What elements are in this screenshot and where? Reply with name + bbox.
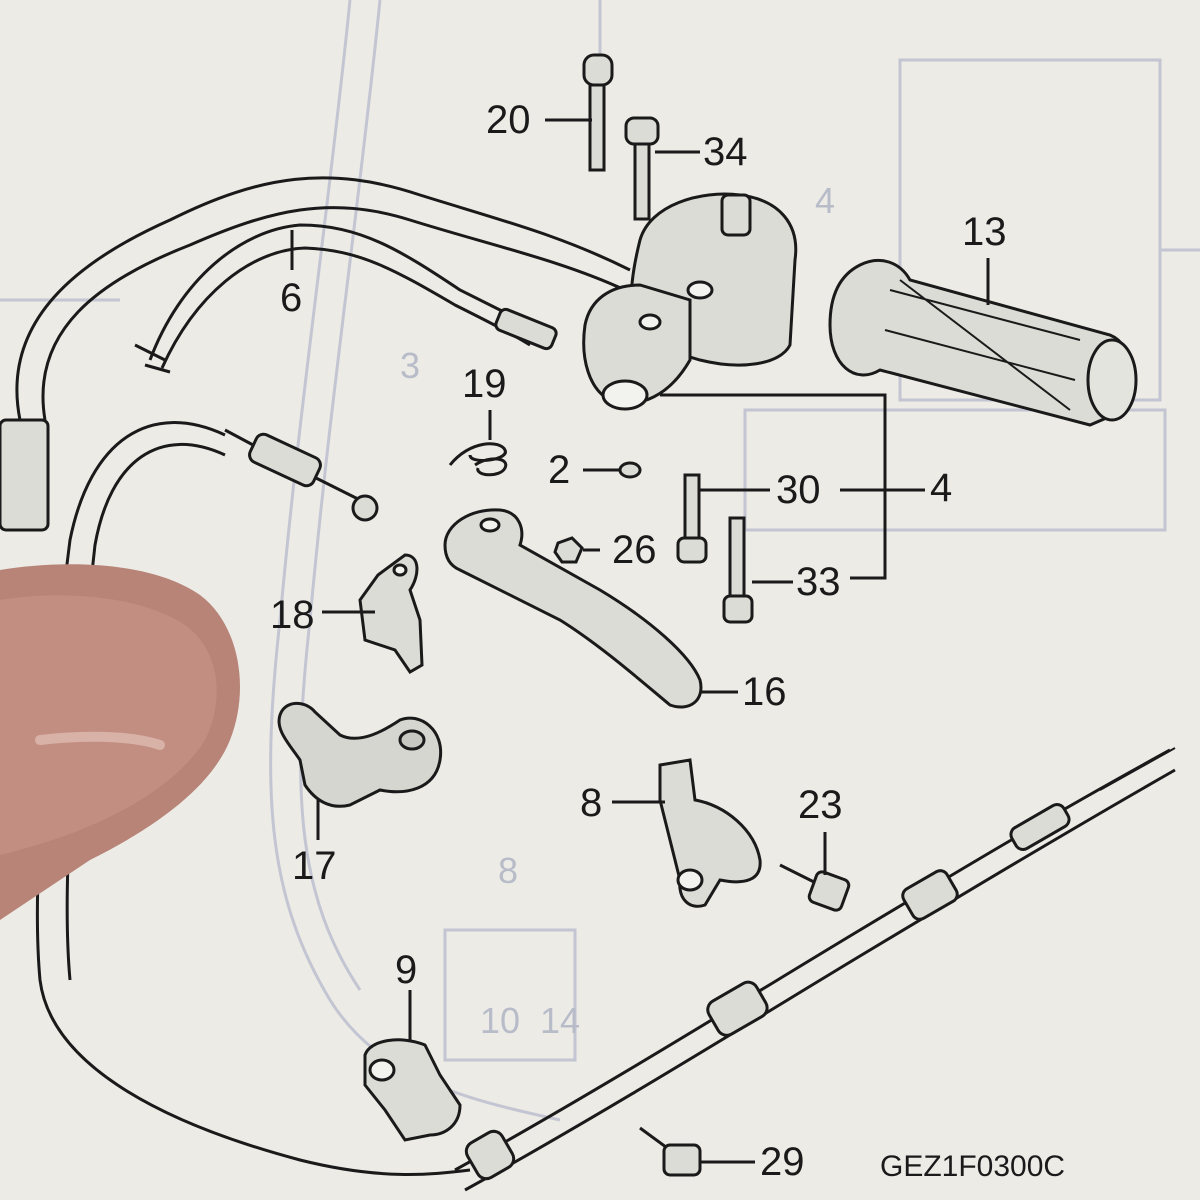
lever-part: [443, 508, 703, 709]
bolt-part-29: [639, 1126, 702, 1177]
callout-label: 23: [798, 783, 843, 827]
ghost-mark: 4: [815, 180, 836, 221]
callout-label: 34: [703, 130, 748, 174]
nut-part: [553, 536, 584, 564]
ghost-mark: 8: [498, 850, 519, 891]
callout-label: 26: [612, 528, 657, 572]
handlebar-grip-part: [828, 258, 1138, 427]
callout-label: 17: [292, 844, 337, 888]
screw-part-20: [582, 53, 614, 172]
callout-label: 6: [280, 276, 303, 320]
callout-label: 33: [796, 560, 841, 604]
ghost-mark: 3: [400, 345, 421, 386]
holder-part-17: [277, 701, 443, 808]
bolt-part-30: [676, 473, 708, 564]
callout-label: 4: [930, 466, 953, 510]
clutch-cable-lower: [454, 747, 1176, 1192]
ghost-mark: 14: [540, 1000, 581, 1041]
finger-overlay: [0, 564, 240, 920]
bracket-part-8: [658, 758, 762, 908]
ghost-mark: 10: [480, 1000, 521, 1041]
callout-label: 18: [270, 593, 315, 637]
callout-label: 9: [395, 948, 418, 992]
bolt-part-33: [722, 516, 754, 624]
callout-label: 29: [760, 1140, 805, 1184]
callout-label: 30: [776, 468, 821, 512]
callout-label: 8: [580, 781, 603, 825]
bracket-part-18: [358, 553, 424, 675]
callout-label: 16: [742, 670, 787, 714]
callout-label: 20: [486, 98, 531, 142]
diagram-code: GEZ1F0300C: [880, 1150, 1066, 1183]
leader-lines: [290, 118, 990, 1164]
wire-harness: [0, 176, 631, 532]
callout-label: 13: [962, 210, 1007, 254]
holder-part-9: [363, 1038, 462, 1142]
washer-part: [618, 461, 642, 479]
switch-housing-part: [582, 192, 798, 411]
callout-label: 19: [462, 362, 507, 406]
bolt-part-23: [779, 863, 851, 912]
screw-part-34: [624, 116, 660, 221]
spring-part: [448, 442, 508, 477]
callout-label: 2: [548, 448, 571, 492]
